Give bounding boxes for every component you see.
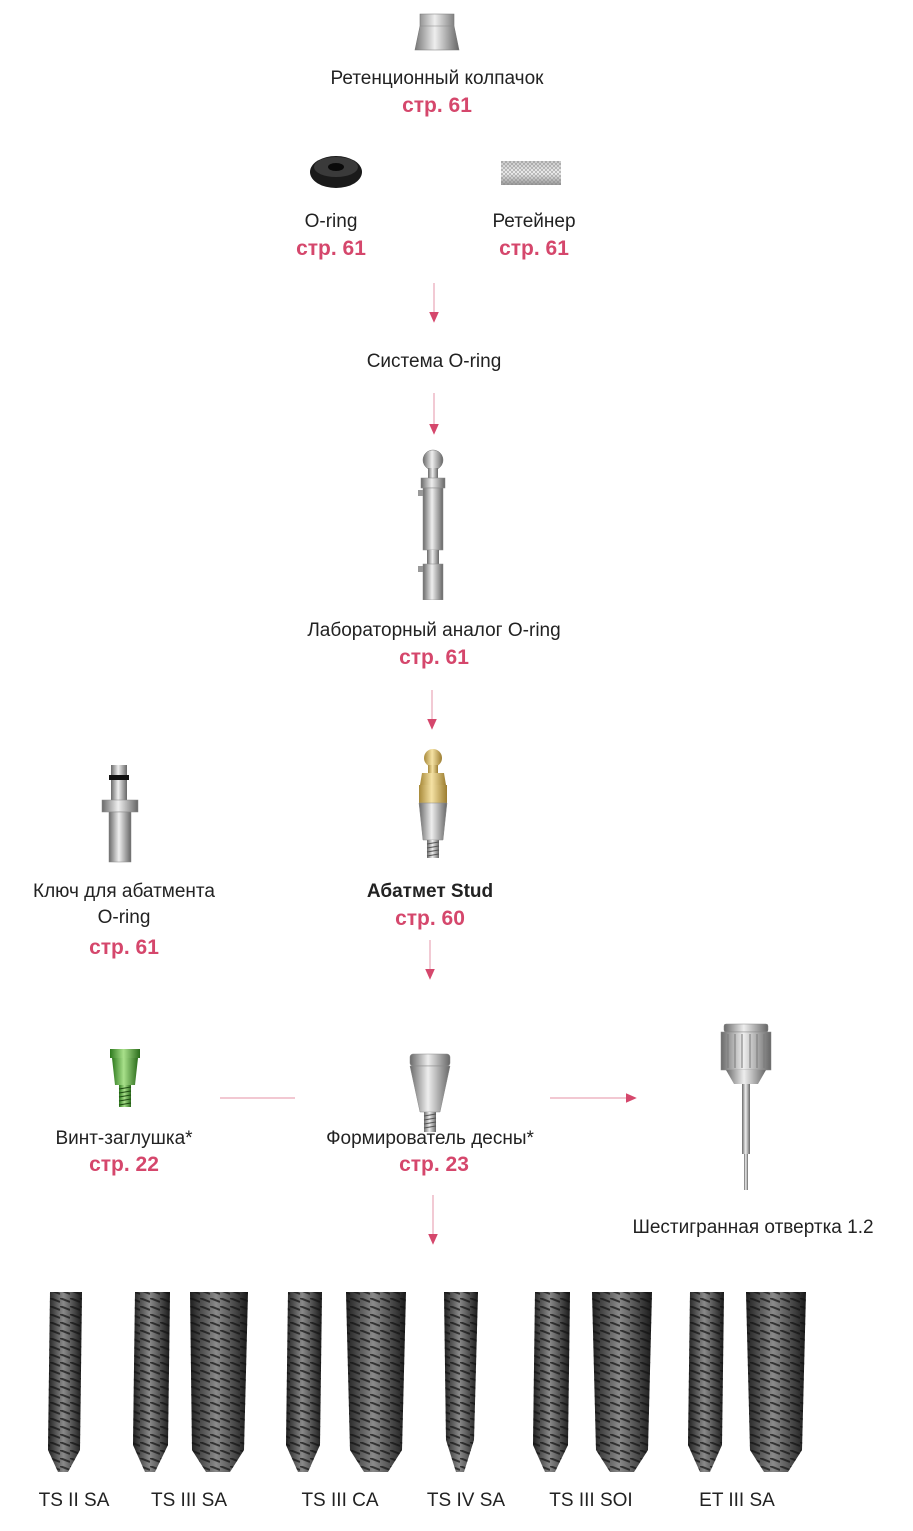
retainer-page[interactable]: стр. 61 bbox=[434, 237, 634, 261]
hex-driver-label: Шестигранная отвертка 1.2 bbox=[598, 1216, 908, 1240]
healing-abutment-label: Формирователь десны* bbox=[270, 1127, 590, 1151]
cover-screw-label: Винт-заглушка* bbox=[0, 1127, 248, 1151]
implants-image bbox=[30, 1290, 830, 1480]
retainer-label: Ретейнер bbox=[434, 210, 634, 234]
stud-abutment-image bbox=[410, 748, 456, 860]
implant-ts-ii-sa bbox=[48, 1292, 82, 1472]
abutment-key-image bbox=[100, 765, 150, 863]
cover-screw-page[interactable]: стр. 22 bbox=[24, 1153, 224, 1177]
o-ring-image bbox=[308, 152, 364, 190]
cover-screw-image bbox=[108, 1047, 142, 1109]
healing-abutment-image bbox=[406, 1052, 454, 1134]
retention-cap-label: Ретенционный колпачок bbox=[237, 67, 637, 91]
implant-ts-iii-sa bbox=[133, 1292, 248, 1472]
implant-label-3: TS III CA bbox=[290, 1490, 390, 1512]
abutment-key-label-line1: Ключ для абатмента bbox=[0, 880, 248, 904]
system-o-ring-label: Система O-ring bbox=[284, 350, 584, 374]
lab-analog-page[interactable]: стр. 61 bbox=[334, 646, 534, 670]
implant-ts-iii-ca bbox=[286, 1292, 406, 1472]
retainer-image bbox=[500, 160, 562, 186]
abutment-key-label-line2: O-ring bbox=[0, 906, 248, 930]
hex-driver-image bbox=[718, 1022, 774, 1192]
implant-label-4: TS IV SA bbox=[416, 1490, 516, 1512]
implant-label-6: ET III SA bbox=[687, 1490, 787, 1512]
implant-label-5: TS III SOI bbox=[531, 1490, 651, 1512]
implant-ts-iv-sa bbox=[444, 1292, 478, 1472]
retention-cap-image bbox=[412, 12, 462, 52]
implant-label-1: TS II SA bbox=[24, 1490, 124, 1512]
implant-et-iii-sa bbox=[688, 1292, 806, 1472]
retention-cap-page[interactable]: стр. 61 bbox=[337, 94, 537, 118]
stud-abutment-label: Абатмет Stud bbox=[330, 880, 530, 904]
abutment-key-page[interactable]: стр. 61 bbox=[24, 936, 224, 960]
lab-analog-image bbox=[408, 448, 458, 600]
healing-abutment-page[interactable]: стр. 23 bbox=[334, 1153, 534, 1177]
lab-analog-label: Лабораторный аналог O-ring bbox=[234, 619, 634, 643]
stud-abutment-page[interactable]: стр. 60 bbox=[330, 907, 530, 931]
o-ring-label: O-ring bbox=[231, 210, 431, 234]
implant-ts-iii-soi bbox=[533, 1292, 652, 1472]
implant-label-2: TS III SA bbox=[139, 1490, 239, 1512]
o-ring-page[interactable]: стр. 61 bbox=[231, 237, 431, 261]
